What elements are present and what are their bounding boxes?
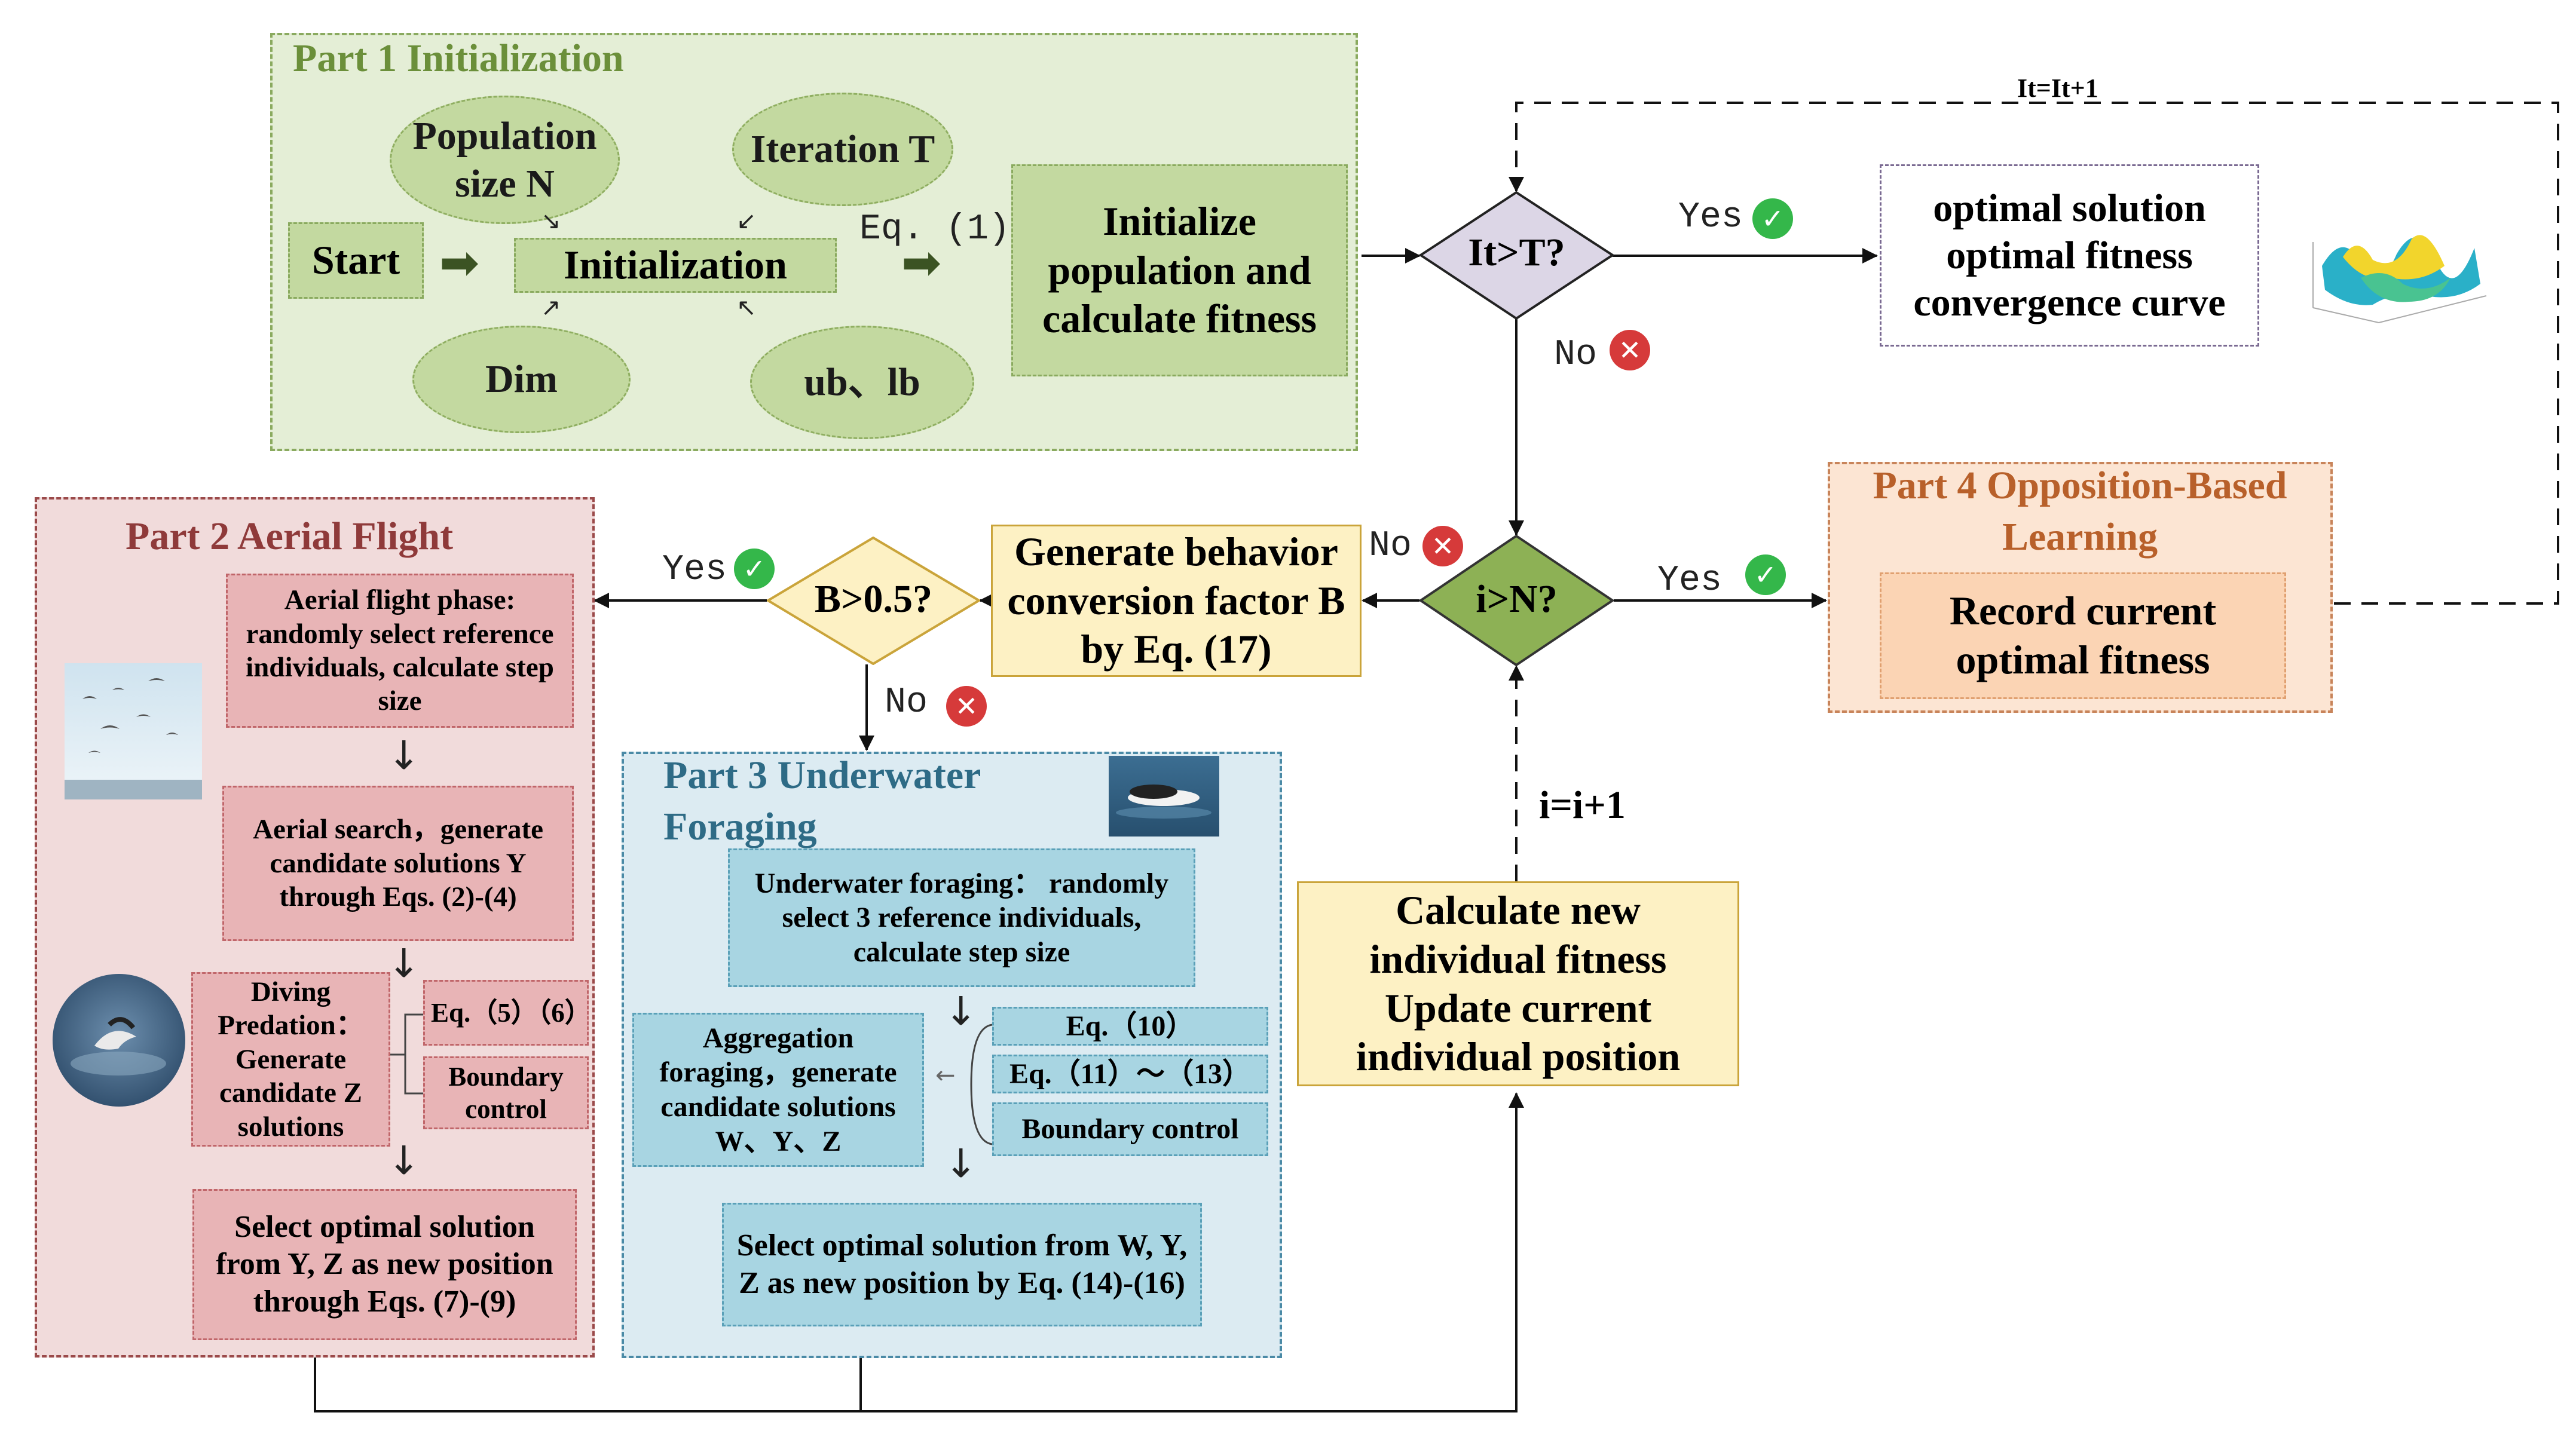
part3-select-box: Select optimal solution from W, Y, Z as … <box>722 1203 1202 1326</box>
arrow-phase-to-search: ↓ <box>387 733 421 779</box>
initialization-box: Initialization <box>514 238 837 293</box>
it-yes-check-icon: ✓ <box>1752 198 1793 239</box>
aerial-phase-box: Aerial flight phase: randomly select ref… <box>226 574 574 728</box>
penguin-photo <box>1109 756 1219 836</box>
it-decision-label: It>T? <box>1468 231 1565 274</box>
iteration-ellipse: Iteration T <box>732 93 953 206</box>
diving-bracket <box>390 1013 423 1095</box>
arrow-search-to-diving: ↓ <box>387 940 421 986</box>
arrow-it-increment <box>1509 102 2559 605</box>
return-line <box>314 1092 1524 1412</box>
arrow-init-to-population: ➡ <box>901 235 942 290</box>
surface-plot-thumbnail <box>2312 235 2487 323</box>
calculate-update-box: Calculate new individual fitness Update … <box>1297 881 1739 1086</box>
underwater-foraging-box: Underwater foraging： randomly select 3 r… <box>728 848 1195 987</box>
b-decision-diamond <box>767 537 980 665</box>
i-yes-label: Yes <box>1657 560 1723 601</box>
b-yes-label: Yes <box>662 550 727 590</box>
population-ellipse: Population size N <box>390 96 620 224</box>
i-no-cross-icon: ✕ <box>1422 526 1463 566</box>
arrow-aggregation-down: ↓ <box>944 1141 978 1187</box>
diving-bird-photo <box>53 974 185 1107</box>
arrow-foraging-down: ↓ <box>944 988 978 1034</box>
part2-select-box: Select optimal solution from Y, Z as new… <box>192 1189 577 1340</box>
record-fitness-box: Record current optimal fitness <box>1880 572 2286 699</box>
output-line-fitness: optimal fitness <box>1946 233 2193 277</box>
output-box: optimal solution optimal fitness converg… <box>1880 164 2259 347</box>
arrow-diving-to-select: ↓ <box>387 1138 421 1184</box>
behavior-factor-box: Generate behavior conversion factor B by… <box>991 525 1362 677</box>
aerial-search-box: Aerial search，generate candidate solutio… <box>222 786 574 941</box>
b-decision-label: B>0.5? <box>814 577 933 621</box>
foraging-bracket <box>970 1024 993 1145</box>
init-population-box: Initialize population and calculate fitn… <box>1011 164 1348 376</box>
part1-title: Part 1 Initialization <box>293 36 624 80</box>
arrow-bounds-small: ↖ <box>736 294 757 321</box>
eq11-13-box: Eq.（11）～（13） <box>992 1055 1268 1093</box>
part2-boundary-box: Boundary control <box>423 1056 589 1129</box>
eq1-label: Eq. (1) <box>859 209 1011 250</box>
it-decision-diamond <box>1419 191 1614 320</box>
eq10-box: Eq.（10） <box>992 1007 1268 1046</box>
aggregation-box: Aggregation foraging，generate candidate … <box>632 1013 924 1167</box>
arrow-iteration-small: ↙ <box>736 207 757 235</box>
birds-photo <box>65 663 202 799</box>
i-decision-label: i>N? <box>1476 577 1558 621</box>
it-increment-label: It=It+1 <box>2017 73 2098 103</box>
i-no-label: No <box>1369 526 1412 566</box>
arrow-start-to-init: ➡ <box>439 235 480 290</box>
b-no-label: No <box>885 682 928 723</box>
start-box: Start <box>288 222 424 299</box>
it-yes-label: Yes <box>1678 197 1743 238</box>
arrow-population-small: ↘ <box>541 207 561 235</box>
i-decision-diamond <box>1419 535 1614 666</box>
arrow-eqs-to-aggregation: ← <box>935 1062 956 1089</box>
part3-boundary-box: Boundary control <box>992 1102 1268 1156</box>
bounds-ellipse: ub、lb <box>750 326 974 439</box>
it-no-cross-icon: ✕ <box>1610 330 1650 370</box>
diving-predation-box: Diving Predation：Generate candidate Z so… <box>191 972 390 1147</box>
part3-title: Part 3 Underwater Foraging <box>663 753 981 848</box>
part2-title: Part 2 Aerial Flight <box>126 514 454 558</box>
b-no-cross-icon: ✕ <box>946 686 987 727</box>
part4-title: Part 4 Opposition-Based Learning <box>1873 464 2287 559</box>
it-no-label: No <box>1554 335 1598 375</box>
i-increment-label: i=i+1 <box>1539 783 1626 827</box>
i-yes-check-icon: ✓ <box>1745 554 1786 595</box>
dim-ellipse: Dim <box>412 326 631 433</box>
eq5-6-box: Eq.（5）（6） <box>423 980 592 1046</box>
arrow-dim-small: ↗ <box>541 294 561 321</box>
output-line-solution: optimal solution <box>1933 186 2206 230</box>
b-yes-check-icon: ✓ <box>734 549 775 589</box>
output-line-curve: convergence curve <box>1913 281 2226 325</box>
